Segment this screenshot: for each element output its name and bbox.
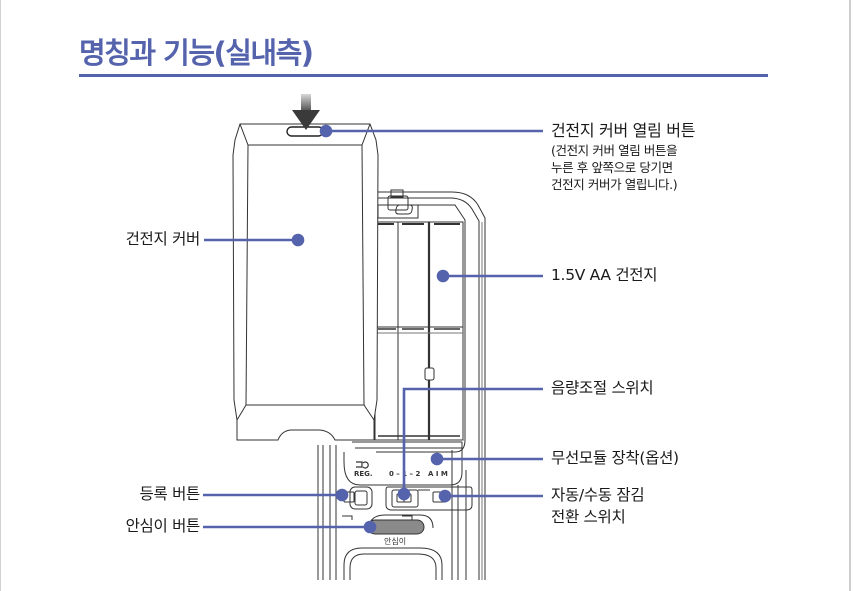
label-wireless-module: 무선모듈 장착(옵션) — [551, 449, 679, 467]
note-cover-release-line2: 누른 후 앞쪽으로 당기면 — [551, 160, 673, 175]
title-underline — [79, 74, 768, 77]
push-arrow-icon — [292, 94, 320, 130]
lock-body — [317, 189, 486, 580]
label-auto-manual-switch-line2: 전환 스위치 — [551, 508, 626, 526]
label-battery: 1.5V AA 건전지 — [551, 266, 658, 284]
leader-volume — [402, 387, 543, 494]
label-register-button: 등록 버튼 — [139, 485, 201, 503]
page-title: 명칭과 기능(실내측) — [79, 36, 314, 70]
label-safety-button: 안심이 버튼 — [125, 517, 201, 535]
note-cover-release-line3: 건전지 커버가 열립니다.) — [551, 177, 678, 192]
safety-button-marking: 안심이 — [384, 536, 406, 546]
battery-cover-shape — [232, 123, 379, 441]
page-border-right — [849, 0, 851, 591]
note-cover-release-line1: (건전지 커버 열림 버튼을 — [551, 143, 678, 158]
reg-marking: REG. — [354, 470, 373, 478]
label-battery-cover: 건전지 커버 — [125, 230, 201, 248]
page-border-left — [0, 0, 1, 591]
aim-marking: A I M — [428, 470, 448, 478]
label-volume-switch: 음량조절 스위치 — [551, 379, 654, 397]
label-auto-manual-switch-line1: 자동/수동 잠김 — [551, 486, 645, 504]
label-cover-release-button: 건전지 커버 열림 버튼 — [551, 121, 696, 140]
